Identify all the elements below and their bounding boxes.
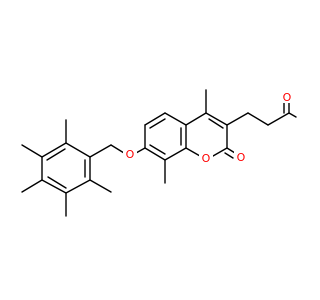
methyl-bond	[21, 179, 43, 193]
bond	[65, 179, 91, 194]
bond	[185, 147, 201, 157]
oxygen-label: O	[202, 152, 211, 165]
bond	[205, 112, 228, 126]
atom-labels: O O O O	[123, 90, 294, 165]
ethyl-propanoate-chain	[226, 102, 297, 126]
bond	[164, 147, 187, 161]
bond	[46, 148, 66, 161]
molecule-canvas: O O O O	[21, 89, 297, 217]
bond	[212, 147, 228, 157]
carbonyl-bond	[224, 152, 234, 159]
bond	[185, 112, 207, 126]
ch2-o-bond	[110, 144, 125, 154]
bond	[247, 112, 269, 126]
bond	[41, 179, 67, 194]
benzyl-ch2-bond	[89, 144, 112, 158]
methyl-bond	[21, 144, 43, 158]
structure-diagram: O O O O	[21, 89, 297, 217]
oxygen-label: O	[237, 151, 246, 164]
oxygen-label: O	[283, 91, 292, 104]
methyl-bond	[89, 179, 112, 193]
o-aryl-bond	[135, 147, 146, 154]
pyranone-ring	[185, 112, 228, 157]
bond	[164, 112, 187, 126]
bond	[65, 142, 91, 158]
bond	[41, 142, 67, 158]
bond	[208, 118, 224, 129]
bond	[267, 112, 290, 126]
pentamethylphenyl-ring	[41, 142, 91, 194]
bond	[144, 147, 166, 161]
carbonyl-bond	[226, 147, 236, 154]
bond	[288, 112, 297, 118]
oxygen-label: O	[126, 148, 135, 161]
bond	[149, 118, 166, 129]
bond	[149, 144, 166, 155]
coumarin-benzo-ring	[144, 112, 187, 161]
bond	[47, 176, 67, 189]
bond	[226, 112, 249, 126]
bond	[144, 112, 166, 126]
ring-methyl-groups	[21, 119, 112, 217]
